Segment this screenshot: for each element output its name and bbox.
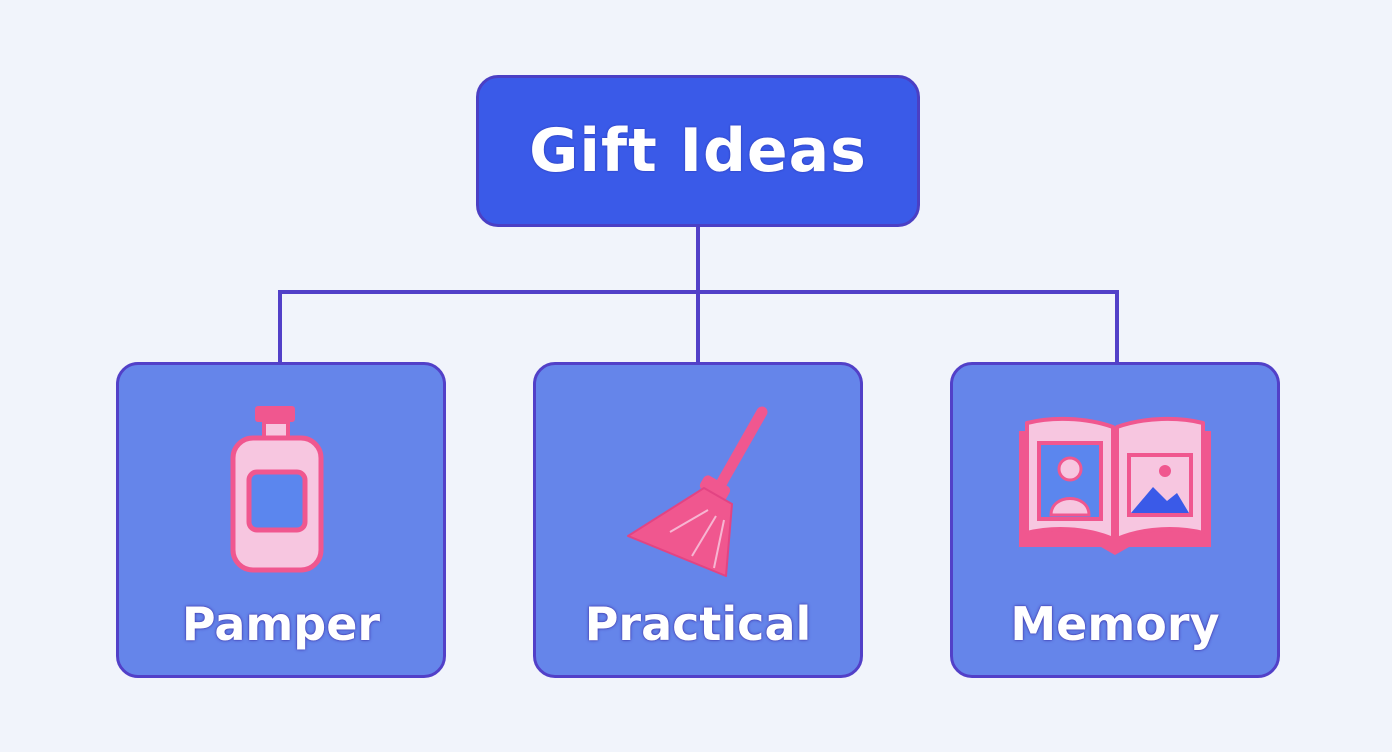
child-node-pamper: Pamper: [116, 362, 446, 678]
lotion-bottle-icon: [119, 395, 443, 585]
child-label-practical: Practical: [584, 597, 812, 651]
root-node-gift-ideas: Gift Ideas: [476, 75, 920, 227]
child-label-pamper: Pamper: [181, 597, 381, 651]
photo-album-icon: [953, 395, 1277, 585]
root-title: Gift Ideas: [529, 116, 867, 186]
broom-icon: [536, 395, 860, 585]
child-node-practical: Practical: [533, 362, 863, 678]
child-label-memory: Memory: [1010, 597, 1220, 651]
child-node-memory: Memory: [950, 362, 1280, 678]
